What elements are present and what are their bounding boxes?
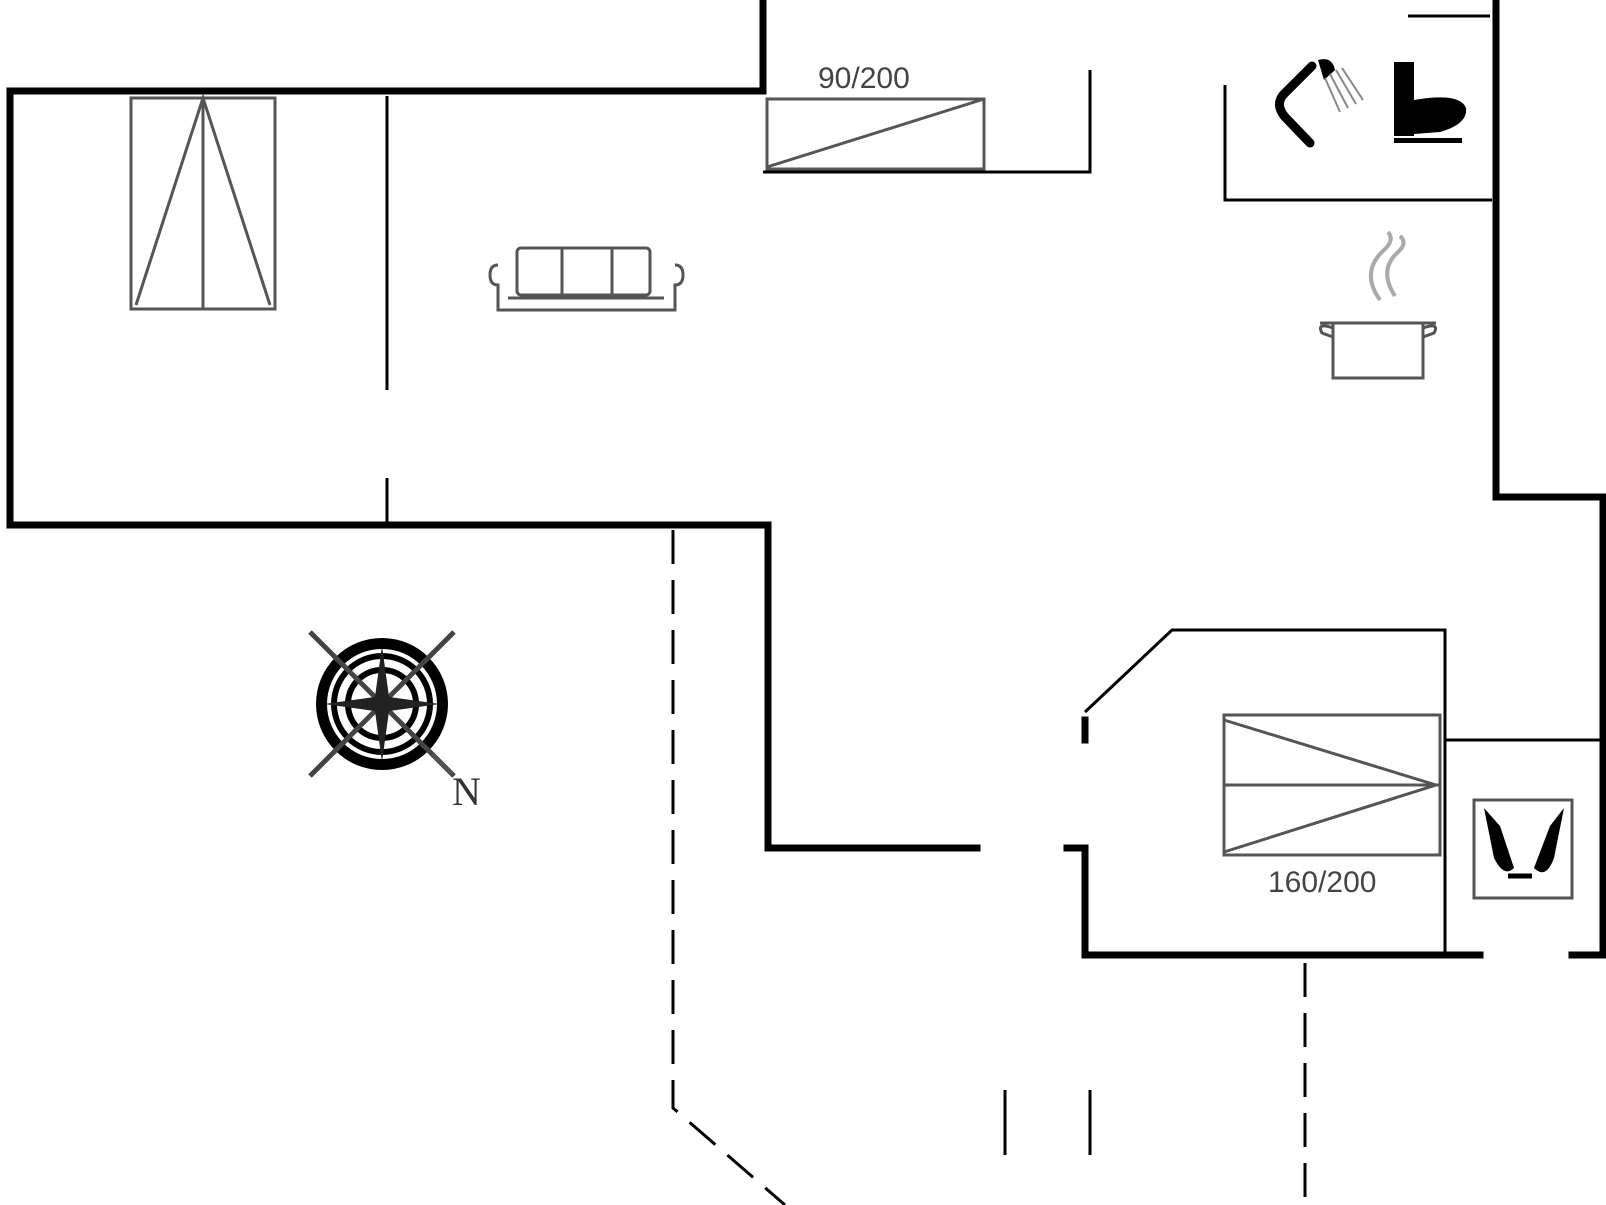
single-bed-icon [765,97,986,171]
shower-icon [1275,59,1364,148]
wardrobe-icon [129,93,277,311]
fireplace-icon [1472,798,1574,900]
cooking-pot-icon [1318,230,1438,380]
terrace-outline [671,530,1307,1205]
sofa-icon [488,246,685,312]
compass-rose-icon [308,630,456,778]
double-bed-label: 160/200 [1268,866,1376,899]
north-label: N [452,769,481,814]
single-bed-label: 90/200 [818,62,910,95]
toilet-icon [1394,62,1467,143]
exterior-walls [6,0,1606,959]
interior-walls [385,14,1600,952]
double-bed-icon [1222,713,1442,857]
